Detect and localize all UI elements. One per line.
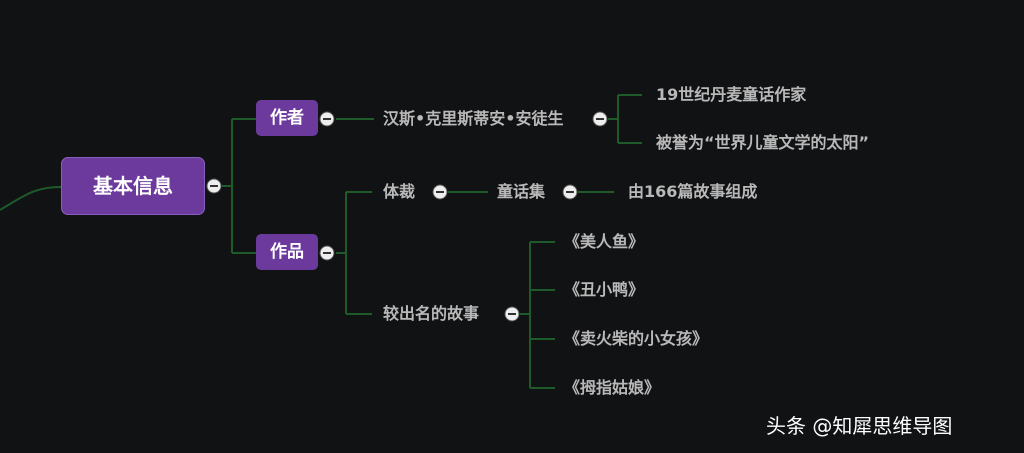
watermark: 头条 @知犀思维导图 bbox=[766, 414, 953, 438]
works-to-children-connector bbox=[336, 191, 372, 315]
author-fact-node[interactable]: 被誉为“世界儿童文学的太阳” bbox=[656, 133, 870, 152]
author-name-node[interactable]: 汉斯•克里斯蒂安•安徒生 bbox=[383, 109, 564, 128]
story-node[interactable]: 《丑小鸭》 bbox=[564, 280, 645, 299]
author-fact-node[interactable]: 19世纪丹麦童话作家 bbox=[656, 85, 807, 104]
story-node[interactable]: 《卖火柴的小女孩》 bbox=[564, 329, 709, 348]
works-node[interactable]: 作品 bbox=[256, 234, 318, 270]
famous-to-stories-connector bbox=[520, 241, 555, 389]
story-node[interactable]: 《拇指姑娘》 bbox=[564, 378, 661, 397]
famous-stories-node[interactable]: 较出名的故事 bbox=[383, 304, 480, 323]
collection-node[interactable]: 童话集 bbox=[497, 182, 546, 201]
author-node[interactable]: 作者 bbox=[256, 100, 318, 136]
root-node[interactable]: 基本信息 bbox=[61, 157, 205, 215]
genre-node[interactable]: 体裁 bbox=[383, 182, 416, 201]
root-to-tags-connector bbox=[222, 118, 256, 254]
name-to-facts-connector bbox=[608, 94, 642, 144]
collapse-circles bbox=[206, 111, 608, 322]
collection-detail-node[interactable]: 由166篇故事组成 bbox=[628, 182, 758, 201]
story-node[interactable]: 《美人鱼》 bbox=[564, 232, 645, 251]
root-incoming-connector bbox=[0, 186, 62, 211]
